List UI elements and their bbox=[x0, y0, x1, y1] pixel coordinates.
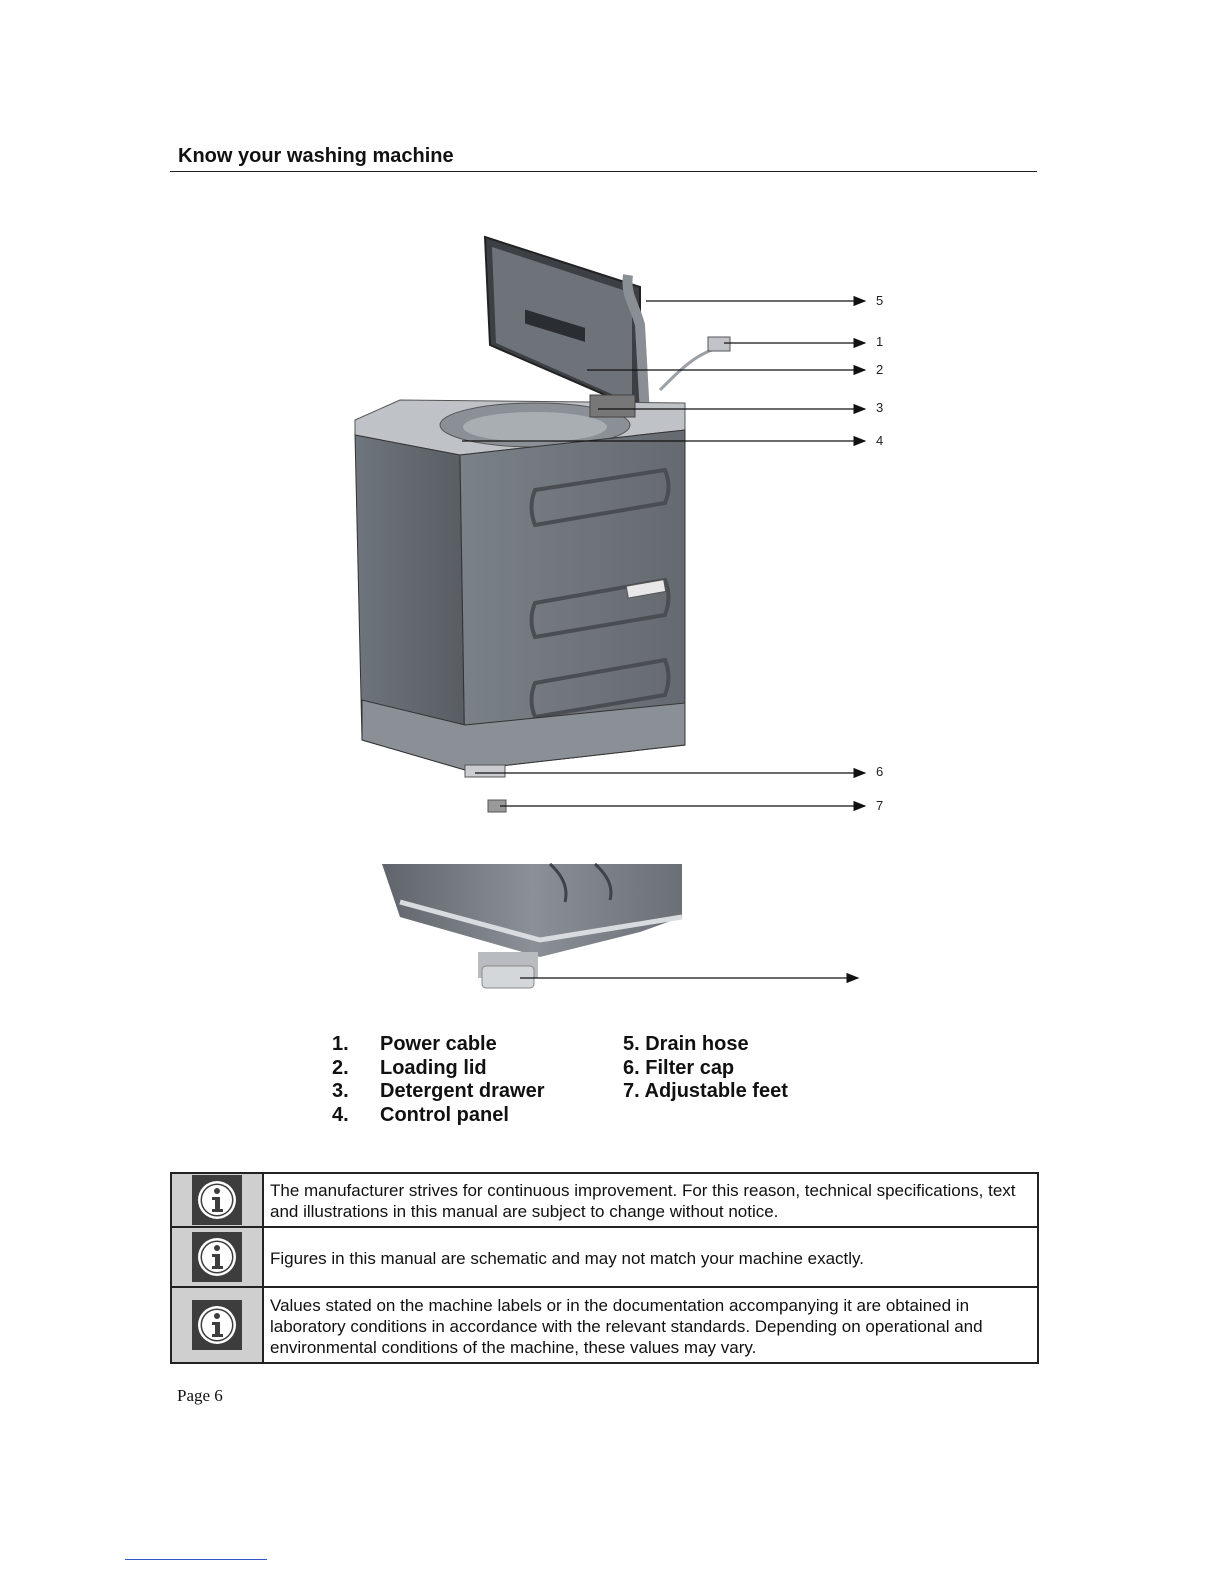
table-row: Figures in this manual are schematic and… bbox=[170, 1226, 1039, 1288]
info-notes-table: The manufacturer strives for continuous … bbox=[170, 1172, 1039, 1364]
footer-link-line bbox=[125, 1559, 267, 1560]
parts-legend-right: 5. Drain hose 6. Filter cap 7. Adjustabl… bbox=[623, 1033, 788, 1104]
callout-2: 2 bbox=[876, 362, 883, 377]
page-number: Page 6 bbox=[177, 1386, 223, 1405]
power-cable bbox=[658, 343, 731, 392]
callout-7: 7 bbox=[876, 798, 883, 813]
callout-6: 6 bbox=[876, 764, 883, 779]
base-detail-diagram bbox=[382, 862, 860, 989]
legend-item: 4.Control panel bbox=[332, 1104, 509, 1127]
legend-item: 2.Loading lid bbox=[332, 1056, 487, 1079]
legend-item: 6. Filter cap bbox=[623, 1056, 735, 1079]
legend-item: 1.Power cable bbox=[332, 1033, 497, 1055]
callout-4: 4 bbox=[876, 433, 883, 448]
note-text: The manufacturer strives for continuous … bbox=[262, 1172, 1039, 1228]
info-icon bbox=[192, 1232, 242, 1282]
info-icon bbox=[192, 1300, 242, 1350]
filter-cap bbox=[464, 764, 506, 778]
heading-divider bbox=[170, 171, 1037, 172]
legend-item: 5. Drain hose bbox=[623, 1033, 749, 1055]
section-heading: Know your washing machine bbox=[178, 145, 454, 167]
parts-legend-left: 1.Power cable 2.Loading lid 3.Detergent … bbox=[332, 1033, 545, 1128]
note-text: Values stated on the machine labels or i… bbox=[262, 1286, 1039, 1364]
detergent-drawer bbox=[589, 394, 636, 418]
adjustable-foot bbox=[481, 965, 535, 989]
legend-item: 7. Adjustable feet bbox=[623, 1080, 788, 1103]
info-icon bbox=[192, 1175, 242, 1225]
callout-5: 5 bbox=[876, 293, 883, 308]
base bbox=[361, 699, 686, 771]
callout-1: 1 bbox=[876, 334, 883, 349]
table-row: Values stated on the machine labels or i… bbox=[170, 1286, 1039, 1364]
legend-item: 3.Detergent drawer bbox=[332, 1080, 545, 1103]
drain-hose bbox=[622, 274, 650, 416]
note-text: Figures in this manual are schematic and… bbox=[262, 1226, 1039, 1288]
table-row: The manufacturer strives for continuous … bbox=[170, 1172, 1039, 1228]
callout-3: 3 bbox=[876, 400, 883, 415]
washing-machine-diagram: 5 1 2 3 4 6 7 bbox=[354, 235, 883, 813]
